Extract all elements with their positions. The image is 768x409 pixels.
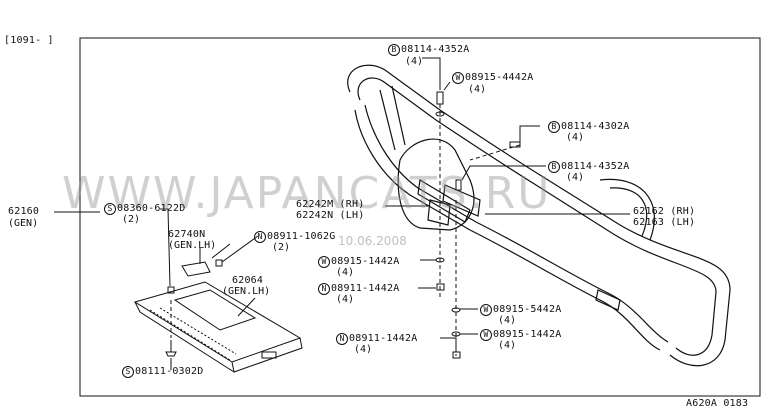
leader-lines: [54, 57, 630, 370]
screw-symbol-icon: S: [122, 366, 134, 378]
frame-label: [1091- ]: [4, 35, 54, 46]
part-code: 08915-1442A: [331, 256, 400, 267]
washer-symbol-icon: W: [480, 329, 492, 341]
part-code: 08915-1442A: [493, 329, 562, 340]
part-code: 08911-1062G: [267, 231, 336, 242]
cover-drawing: [133, 281, 303, 374]
figure-code: A620A 0183: [686, 398, 749, 409]
part-label-stay-lh[interactable]: 62163 (LH): [633, 217, 696, 228]
bolt-symbol-icon: B: [548, 161, 560, 173]
bolt-symbol-icon: B: [388, 44, 400, 56]
part-label-guard[interactable]: 62160: [8, 206, 40, 217]
part-qty: (4): [498, 315, 517, 326]
part-qty: (2): [122, 214, 141, 225]
part-qty: (4): [405, 56, 424, 67]
part-code: 08111-0302D: [135, 366, 204, 377]
part-desc: (GEN.LH): [222, 286, 271, 297]
washer-symbol-icon: W: [480, 304, 492, 316]
grille-guard-drawing: [347, 64, 731, 367]
nut-symbol-icon: N: [318, 283, 330, 295]
part-qty: (4): [336, 294, 355, 305]
part-label-cover[interactable]: 62064: [232, 275, 264, 286]
watermark: WWW.JAPANCATS.RU: [62, 168, 552, 219]
bolt-symbol-icon: B: [548, 121, 560, 133]
part-code: 08911-1442A: [331, 283, 400, 294]
part-code: 08360-6122D: [117, 203, 186, 214]
part-qty: (4): [498, 340, 517, 351]
part-desc: (GEN.LH): [168, 240, 217, 251]
part-label-clip[interactable]: 62740N: [168, 229, 206, 240]
part-code: 08915-5442A: [493, 304, 562, 315]
part-qty: (4): [468, 84, 487, 95]
part-label-stay-rh[interactable]: 62162 (RH): [633, 206, 696, 217]
part-label-bracket-lh[interactable]: 62242N (LH): [296, 210, 365, 221]
clip-drawing: [181, 261, 211, 277]
diagram-frame: [79, 37, 761, 397]
part-code: 08911-1442A: [349, 333, 418, 344]
nut-symbol-icon: N: [254, 231, 266, 243]
fastener-drawings: [165, 91, 521, 359]
part-qty: (4): [354, 344, 373, 355]
part-qty: (4): [566, 132, 585, 143]
date-stamp: 10.06.2008: [338, 234, 407, 248]
part-label-bracket-rh[interactable]: 62242M (RH): [296, 199, 365, 210]
part-code: 08114-4352A: [561, 161, 630, 172]
part-qty: (2): [272, 242, 291, 253]
washer-symbol-icon: W: [318, 256, 330, 268]
part-desc: (GEN): [8, 218, 39, 229]
part-code: 08114-4352A: [401, 44, 470, 55]
screw-symbol-icon: S: [104, 203, 116, 215]
part-code: 08915-4442A: [465, 72, 534, 83]
nut-symbol-icon: N: [336, 333, 348, 345]
part-qty: (4): [566, 172, 585, 183]
part-code: 08114-4302A: [561, 121, 630, 132]
part-qty: (4): [336, 267, 355, 278]
alignment-lines: [170, 104, 521, 356]
washer-symbol-icon: W: [452, 72, 464, 84]
